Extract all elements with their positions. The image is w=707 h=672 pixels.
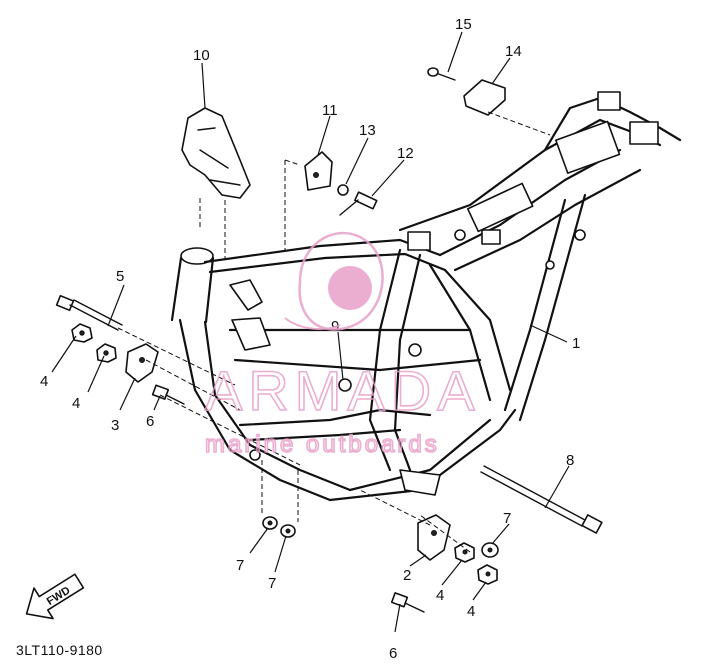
- part-15-bolt: [427, 67, 456, 81]
- drawing-code: 3LT110-9180: [16, 642, 103, 658]
- callout-7: 7: [236, 557, 244, 574]
- watermark-brand: ARMADA: [205, 359, 481, 422]
- part-13-washer: [337, 184, 349, 196]
- main-frame: [170, 91, 682, 502]
- forward-arrow-icon: FWD: [25, 573, 85, 620]
- callout-7: 7: [503, 510, 511, 527]
- part-7-collar-right: [481, 542, 499, 558]
- part-2-bracket: [417, 514, 451, 561]
- part-7-collar-b: [280, 524, 296, 538]
- callout-12: 12: [397, 145, 414, 162]
- part-7-collar-a: [262, 516, 278, 530]
- part-4-nut-right-a: [454, 542, 475, 563]
- callout-13: 13: [359, 122, 376, 139]
- callout-11: 11: [322, 102, 338, 119]
- part-4-nut-upper-left: [71, 323, 93, 343]
- callout-15: 15: [455, 16, 472, 33]
- callout-10: 10: [193, 47, 210, 64]
- callouts: 1 2 3 4 4 4 4 5 6 6 7 7 7 8 9 10 11 12 1…: [40, 16, 580, 662]
- callout-4: 4: [436, 587, 444, 604]
- callout-6: 6: [389, 645, 397, 662]
- part-6-bolt-left: [151, 384, 185, 405]
- callout-1: 1: [572, 335, 580, 352]
- part-8-long-bolt: [480, 465, 603, 534]
- leader-lines: [51, 31, 570, 633]
- part-4-nut-lower-left: [96, 343, 117, 363]
- part-12-bolt: [339, 191, 378, 216]
- armada-logo-icon: [284, 231, 384, 331]
- callout-6: 6: [146, 413, 154, 430]
- part-4-nut-right-b: [477, 564, 498, 585]
- part-6-bolt-bottom: [390, 592, 425, 613]
- callout-14: 14: [505, 43, 522, 60]
- callout-8: 8: [566, 452, 574, 469]
- part-14-stay: [463, 79, 506, 116]
- callout-5: 5: [116, 268, 124, 285]
- watermark-tagline: marine outboards: [205, 431, 440, 458]
- part-11-plate: [304, 151, 333, 191]
- callout-3: 3: [111, 417, 119, 434]
- callout-4: 4: [72, 395, 80, 412]
- part-5-long-bolt: [55, 294, 123, 331]
- callout-4: 4: [40, 373, 48, 390]
- armada-watermark: ARMADA marine outboards: [204, 231, 481, 459]
- callout-4: 4: [467, 603, 475, 620]
- callout-2: 2: [403, 567, 411, 584]
- callout-7: 7: [268, 575, 276, 592]
